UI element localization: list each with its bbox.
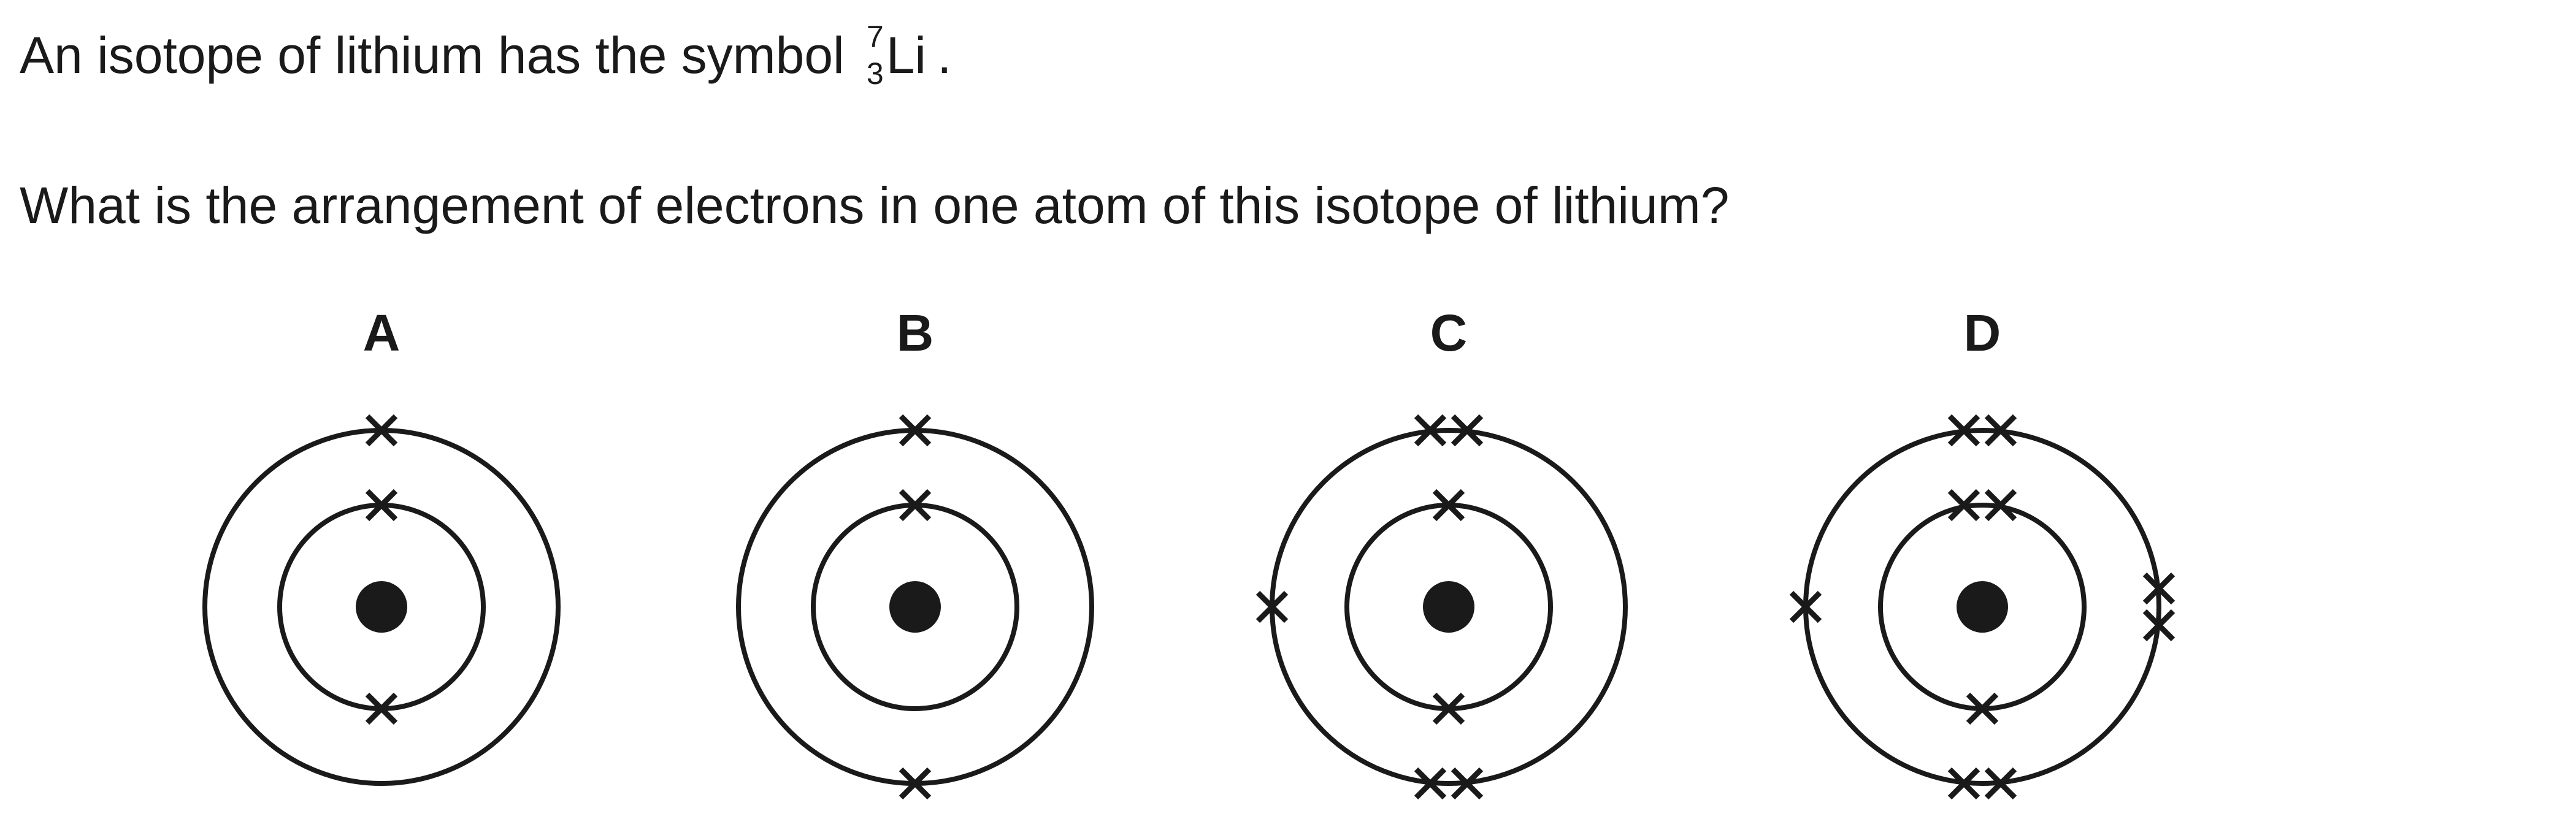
electron: [2142, 609, 2175, 642]
electron: [1414, 767, 1447, 800]
option-label-a: A: [363, 304, 401, 362]
element-symbol: Li: [886, 26, 927, 84]
electron: [1789, 590, 1822, 623]
electron: [899, 414, 932, 447]
nucleus: [889, 581, 941, 633]
electron: [365, 692, 398, 725]
electron: [365, 489, 398, 522]
question-line-2: What is the arrangement of electrons in …: [20, 177, 1730, 234]
electron: [1451, 414, 1484, 447]
electron: [1966, 692, 1999, 725]
option-label-d: D: [1964, 304, 2001, 362]
question-period: .: [937, 26, 952, 84]
option-label-c: C: [1430, 304, 1468, 362]
atom-diagram-b: B: [736, 304, 1094, 800]
electron: [1451, 767, 1484, 800]
option-label-b: B: [897, 304, 934, 362]
nucleus: [356, 581, 407, 633]
electron: [1947, 767, 1980, 800]
electron: [899, 767, 932, 800]
electron: [365, 414, 398, 447]
electron: [1984, 767, 2017, 800]
electron: [1947, 489, 1980, 522]
atom-diagram-d: D: [1789, 304, 2175, 800]
electron: [1414, 414, 1447, 447]
atomic-number: 3: [866, 56, 884, 91]
nucleus: [1957, 581, 2008, 633]
electron: [1947, 414, 1980, 447]
question-prefix: An isotope of lithium has the symbol: [20, 26, 845, 84]
electron: [899, 489, 932, 522]
electron: [1432, 489, 1465, 522]
electron: [1984, 414, 2017, 447]
electron: [2142, 572, 2175, 605]
nucleus: [1423, 581, 1474, 633]
atom-diagram-a: A: [202, 304, 561, 786]
mass-number: 7: [866, 20, 884, 54]
electron: [1984, 489, 2017, 522]
atom-diagram-c: C: [1255, 304, 1628, 800]
electron: [1432, 692, 1465, 725]
electron: [1255, 590, 1289, 623]
